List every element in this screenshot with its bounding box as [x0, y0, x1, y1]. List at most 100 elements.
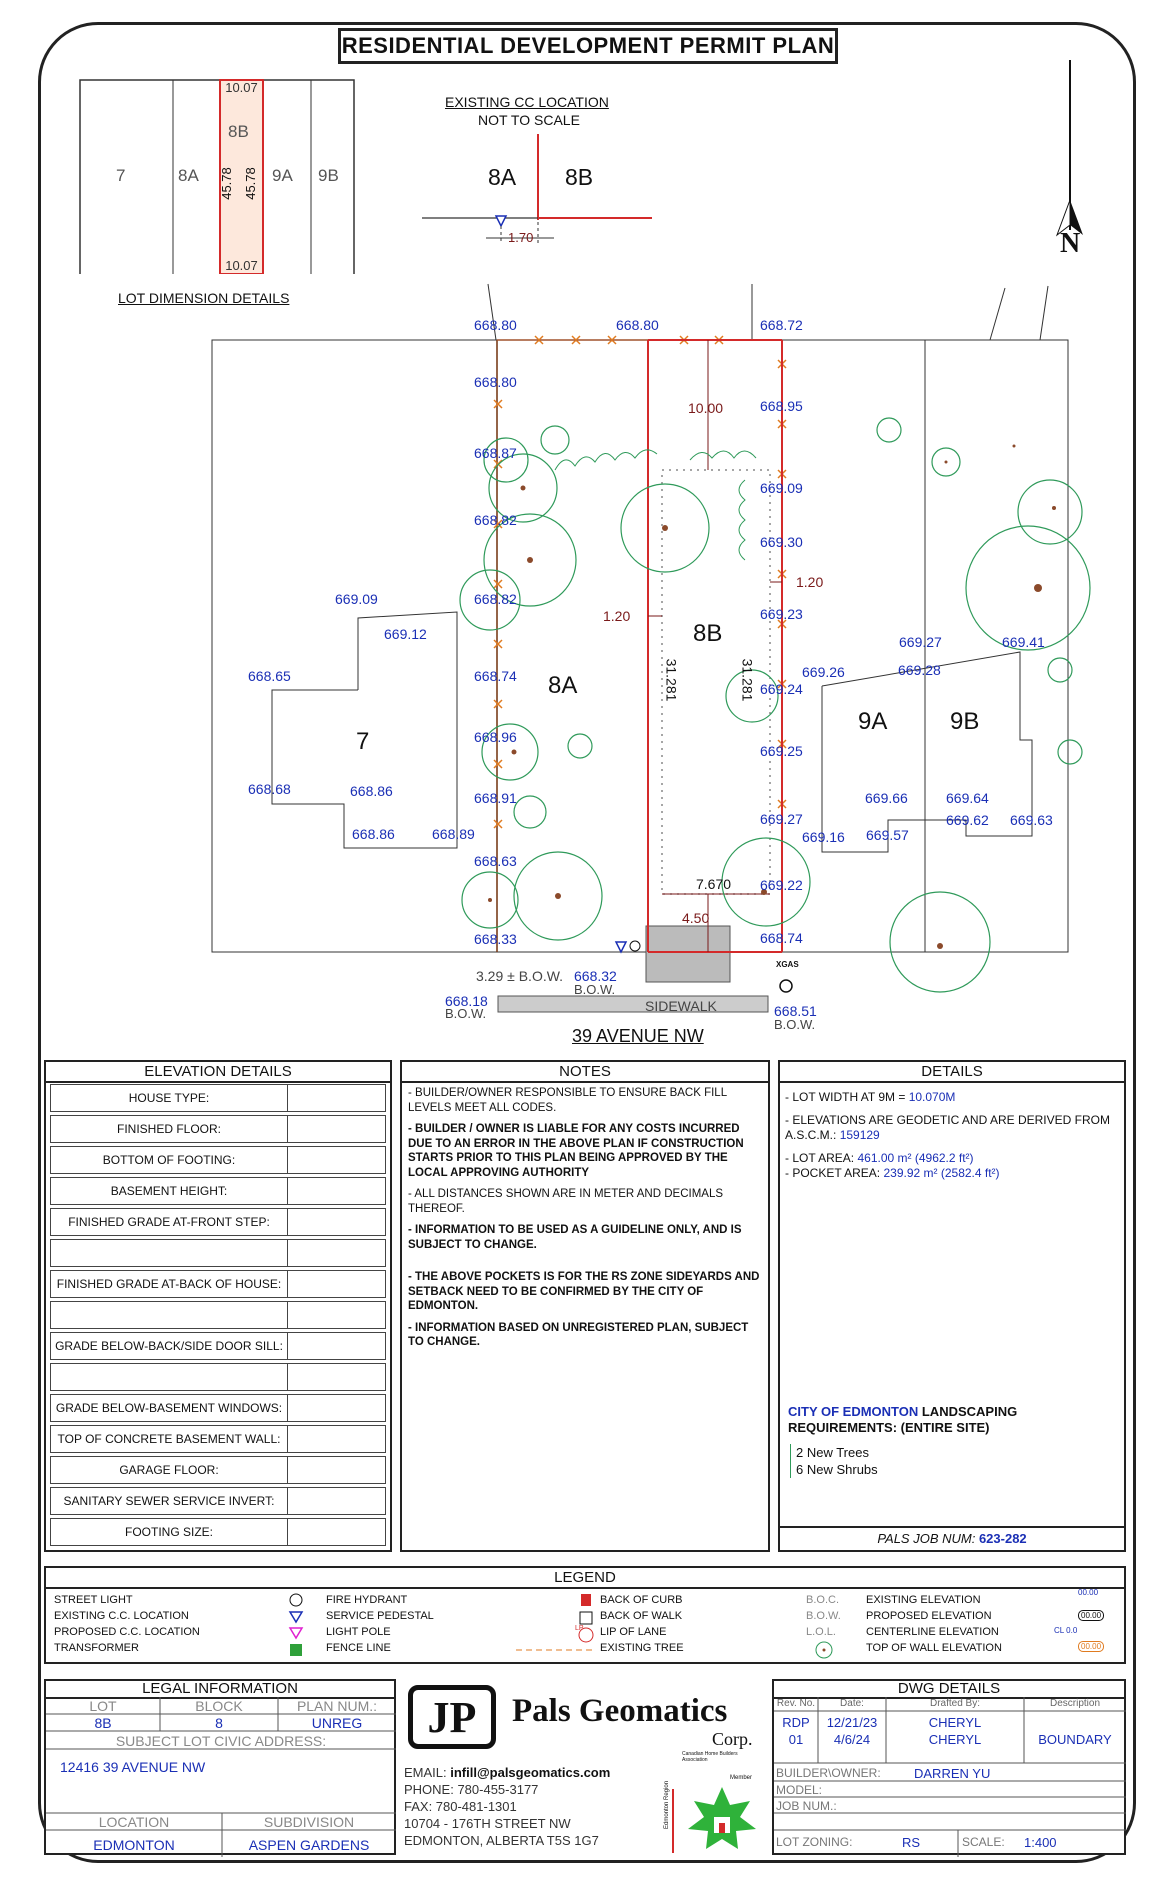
dwg-details-panel: DWG DETAILS Rev. No. Date: Drafted By: D…: [772, 1679, 1126, 1857]
job-number: 623-282: [978, 1531, 1027, 1546]
xgas-label: XGAS: [776, 960, 799, 969]
company-corp: Corp.: [712, 1729, 753, 1749]
legend-item: EXISTING ELEVATION: [866, 1594, 981, 1606]
location-value: EDMONTON: [93, 1837, 175, 1853]
elevation: 668.82: [474, 512, 517, 528]
legend-col-1: STREET LIGHT EXISTING C.C. LOCATION PROP…: [54, 1594, 200, 1655]
landscaping-trees: 2 New Trees: [796, 1445, 869, 1460]
cc-location-title: EXISTING CC LOCATION: [445, 94, 609, 110]
dim-depth-right: 31.281: [739, 658, 756, 702]
elevation-detail-label: FINISHED FLOOR:: [116, 1122, 221, 1136]
zoning-label: LOT ZONING:: [776, 1835, 853, 1849]
lot-value: 8B: [94, 1715, 112, 1731]
legend-item: STREET LIGHT: [54, 1594, 133, 1606]
dwg-date: 12/21/23: [826, 1715, 878, 1730]
elevation-detail-value: [287, 1240, 386, 1266]
dwg-drafter: CHERYL: [928, 1715, 982, 1730]
elevation-note-text: - ELEVATIONS ARE GEODETIC AND ARE DERIVE…: [785, 1113, 1110, 1142]
legend-item: TRANSFORMER: [54, 1642, 139, 1654]
elevation: 668.51: [774, 1003, 817, 1019]
legend-symbols-2: [516, 1594, 594, 1651]
elevation: 669.62: [946, 812, 989, 828]
transformer-icon: [290, 1644, 302, 1656]
elevation: 668.18: [445, 993, 488, 1009]
email-label: EMAIL:: [404, 1765, 451, 1780]
company-logo-letters: JP: [427, 1693, 477, 1742]
elevation-detail-row: [50, 1239, 386, 1267]
legend-item: PROPOSED C.C. LOCATION: [54, 1626, 200, 1638]
elevation-detail-label: FOOTING SIZE:: [124, 1525, 213, 1539]
landscaping-shrubs: 6 New Shrubs: [796, 1462, 878, 1477]
elevation: 668.72: [760, 317, 803, 333]
elevation-detail-row: FINISHED GRADE AT-BACK OF HOUSE:: [50, 1270, 386, 1298]
dim-side-left: 1.20: [603, 608, 631, 624]
block-label: BLOCK: [195, 1698, 243, 1714]
elevation-detail-value: [287, 1426, 386, 1452]
company-address-1: 10704 - 176TH STREET NW: [404, 1816, 571, 1831]
elevation: 669.66: [865, 790, 908, 806]
lot-dimension-svg: [79, 79, 355, 277]
elevation-detail-label: [51, 1302, 287, 1328]
proposed-elevation-symbol: 00.00: [1078, 1610, 1105, 1621]
company-phone: PHONE: 780-455-3177: [404, 1782, 539, 1797]
elevation-detail-value: [287, 1395, 386, 1421]
builder-value: DARREN YU: [914, 1766, 991, 1781]
elevation: 668.82: [474, 591, 517, 607]
email-link[interactable]: infill@palsgeomatics.com: [450, 1765, 611, 1780]
elevation-detail-value: [287, 1271, 386, 1297]
bow-label: B.O.W.: [774, 1017, 816, 1032]
elevation-detail-label: BOTTOM OF FOOTING:: [102, 1153, 236, 1167]
elevation-detail-row: FINISHED GRADE AT-FRONT STEP:: [50, 1208, 386, 1236]
elevation: 668.80: [474, 317, 517, 333]
elevation: 669.23: [760, 606, 803, 622]
plan-title: RESIDENTIAL DEVELOPMENT PERMIT PLAN: [338, 28, 838, 64]
elevation: 668.80: [474, 374, 517, 390]
lot-7-label: 7: [116, 166, 126, 185]
legend-item: TOP OF WALL ELEVATION: [866, 1642, 1002, 1654]
fire-hydrant-icon: [581, 1594, 591, 1606]
elevation-detail-label: FINISHED GRADE AT-FRONT STEP:: [68, 1215, 270, 1229]
note-1: - BUILDER/OWNER RESPONSIBLE TO ENSURE BA…: [408, 1087, 727, 1114]
legend-item: CENTERLINE ELEVATION: [866, 1626, 999, 1638]
note-4: - INFORMATION TO BE USED AS A GUIDELINE …: [408, 1224, 742, 1251]
elevation-detail-value: [287, 1488, 386, 1514]
chba-member: Member: [730, 1775, 753, 1781]
site-lot-9b: 9B: [950, 708, 980, 735]
elevation-detail-row: FOOTING SIZE:: [50, 1518, 386, 1546]
elevation-detail-value: [287, 1364, 386, 1390]
job-number-bar: PALS JOB NUM: 623-282: [780, 1526, 1124, 1550]
elevation: 668.68: [248, 781, 291, 797]
legend-col-3: BACK OF CURB BACK OF WALK LIP OF LANE EX…: [600, 1594, 684, 1655]
notes-header: NOTES: [402, 1062, 768, 1083]
elevation: 668.74: [760, 930, 803, 946]
dwg-col-header: Drafted By:: [929, 1698, 981, 1709]
elevation-detail-value: [287, 1178, 386, 1204]
lot-8b-label: 8B: [228, 122, 249, 141]
elevation: 668.63: [474, 853, 517, 869]
light-pole-text: LP: [575, 1625, 584, 1632]
chba-region: Edmonton Region: [664, 1780, 670, 1829]
dwg-description: BOUNDARY: [1038, 1732, 1112, 1747]
elevation: 669.26: [802, 664, 845, 680]
legend-item: BACK OF WALK: [600, 1610, 683, 1622]
elevation: 669.09: [760, 480, 803, 496]
civic-label: SUBJECT LOT CIVIC ADDRESS:: [115, 1733, 327, 1749]
lot-8a-label: 8A: [178, 166, 199, 185]
company-email: EMAIL: infill@palsgeomatics.com: [404, 1764, 610, 1781]
cc-left-lot: 8A: [488, 164, 517, 190]
light-pole-icon: [578, 1627, 594, 1643]
dim-front-setback: 4.50: [682, 910, 710, 926]
scale-label: SCALE:: [962, 1835, 1005, 1849]
elevation-details-panel: ELEVATION DETAILS HOUSE TYPE:FINISHED FL…: [44, 1060, 392, 1552]
cc-right-lot: 8B: [565, 164, 594, 190]
cc-location-subtitle: NOT TO SCALE: [478, 112, 580, 128]
sheet-border: [38, 22, 1136, 1863]
lot-area: - LOT AREA: 461.00 m² (4962.2 ft²): [785, 1151, 1120, 1166]
chba-logo-icon: [688, 1787, 756, 1849]
note-6: - INFORMATION BASED ON UNREGISTERED PLAN…: [408, 1321, 749, 1349]
elevation-detail-label: [51, 1364, 287, 1390]
elevation: 669.22: [760, 877, 803, 893]
note-2: - BUILDER / OWNER IS LIABLE FOR ANY COST…: [408, 1123, 744, 1179]
elevation: 669.25: [760, 743, 803, 759]
elevation-detail-row: [50, 1363, 386, 1391]
